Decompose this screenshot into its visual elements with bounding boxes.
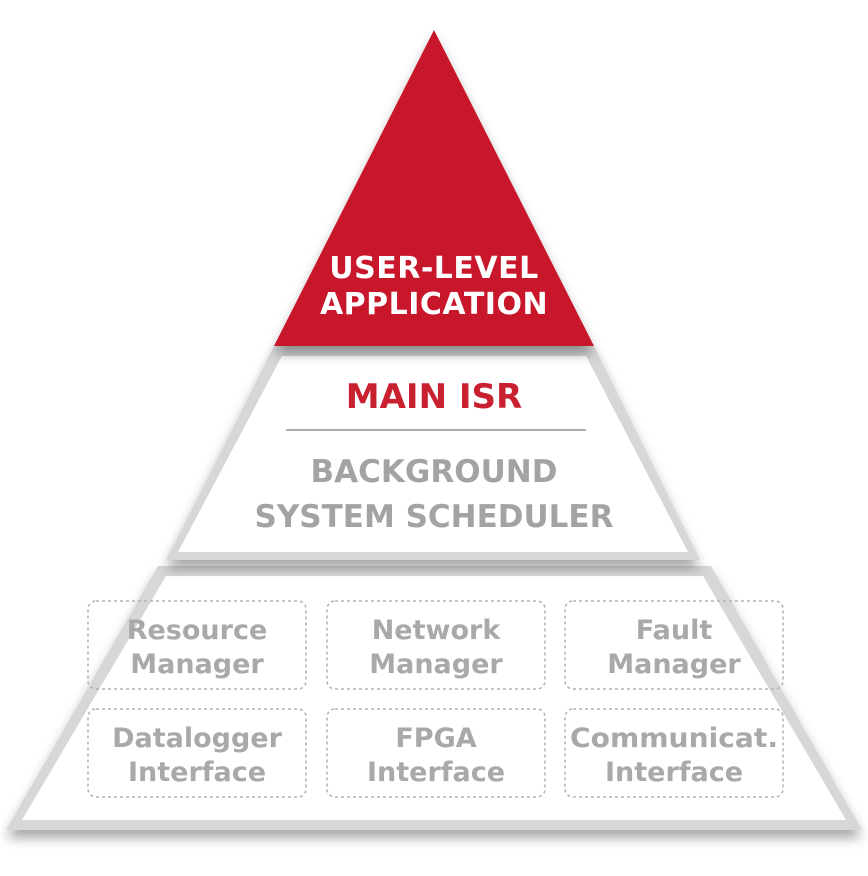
module-label-line1: Communicat. [570, 723, 778, 754]
module-resource-manager: Resource Manager [87, 600, 307, 690]
module-label-line2: Manager [607, 649, 741, 680]
module-label-line1: Network [372, 615, 502, 646]
top-tier [274, 30, 594, 346]
scheduler-label-line1: BACKGROUND [311, 454, 558, 490]
module-label-line2: Interface [605, 757, 743, 788]
module-datalogger-interface: Datalogger Interface [87, 708, 307, 798]
module-label-line1: FPGA [395, 723, 476, 754]
main-isr-title: MAIN ISR [346, 377, 522, 417]
scheduler-label-line2: SYSTEM SCHEDULER [255, 499, 614, 535]
module-fault-manager: Fault Manager [564, 600, 784, 690]
module-network-manager: Network Manager [326, 600, 546, 690]
bottom-tier [6, 566, 862, 830]
module-grid: Resource Manager Network Manager Fault M… [87, 600, 784, 798]
top-label-line1: USER-LEVEL [329, 251, 538, 286]
module-fpga-interface: FPGA Interface [326, 708, 546, 798]
module-label-line2: Manager [130, 649, 264, 680]
top-label-line2: APPLICATION [320, 287, 548, 322]
module-label-line1: Resource [127, 615, 268, 646]
module-label-line1: Datalogger [112, 723, 283, 754]
module-label-line2: Interface [128, 757, 266, 788]
module-label-line2: Interface [367, 757, 505, 788]
module-label-line2: Manager [369, 649, 503, 680]
middle-tier [166, 346, 700, 560]
module-communication-interface: Communicat. Interface [564, 708, 784, 798]
module-label-line1: Fault [636, 615, 713, 646]
top-triangle [274, 30, 594, 346]
